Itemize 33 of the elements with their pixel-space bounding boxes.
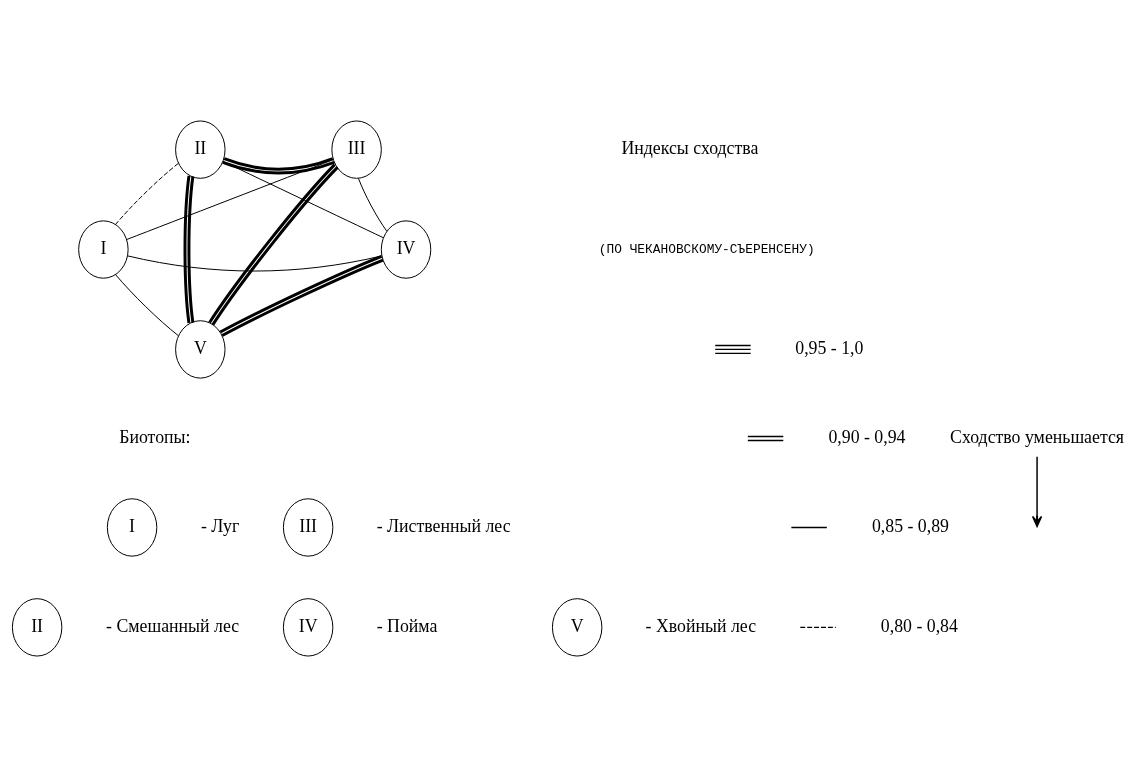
connector [222,156,335,175]
connector [357,177,388,232]
connector [183,175,195,323]
legend-label: 0,95 - 1,0 [795,337,864,358]
node-ellipse: V [551,597,603,657]
label: Биотопы: [119,426,191,447]
node-label: - Хвойный лес [645,615,757,636]
node-ellipse: II [11,597,63,657]
node-ellipse: III [282,497,334,557]
node-ellipse: I [78,219,129,279]
node-ellipse: II [175,119,226,179]
node-label: - Смешанный лес [106,615,240,636]
legend-label: 0,85 - 0,89 [871,515,950,536]
connector [208,163,339,325]
node-ellipse: IV [282,597,334,657]
node-label: - Лиственный лес [376,515,511,536]
connector [115,273,179,336]
node-label: - Луг [201,515,240,536]
label: (ПО ЧЕКАНОВСКОМУ-СЪЕРЕНСЕНУ) [598,241,815,257]
connector [127,254,383,272]
legend-label: 0,90 - 0,94 [828,426,906,447]
node-ellipse: III [331,119,382,179]
node-label: - Пойма [376,615,438,636]
connector [219,254,384,337]
connector [222,160,384,238]
node-ellipse: I [106,497,158,557]
node-ellipse: IV [380,219,432,279]
label: Индексы сходства [621,137,759,158]
legend-label: 0,80 - 0,84 [880,615,958,636]
connector [126,158,334,240]
connector [115,162,179,225]
label: Сходство уменьшается [950,426,1125,447]
node-ellipse: V [175,319,226,379]
